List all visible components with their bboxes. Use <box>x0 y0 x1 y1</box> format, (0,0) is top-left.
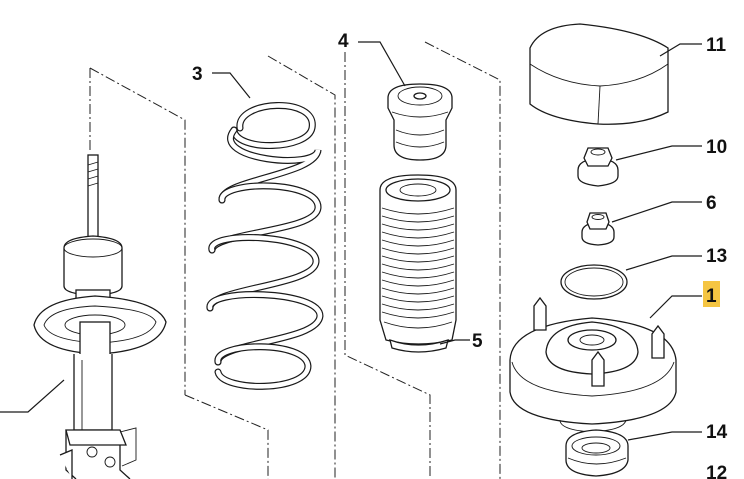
strut-top-mount[interactable] <box>509 296 677 433</box>
assembly-guide-lines <box>89 41 501 479</box>
strut-bearing[interactable] <box>565 429 629 477</box>
ring-gasket[interactable] <box>560 264 628 300</box>
coil-spring[interactable] <box>206 102 324 390</box>
callout-14[interactable]: 14 <box>706 422 728 443</box>
callout-13[interactable]: 13 <box>706 246 727 267</box>
protective-cap[interactable] <box>529 23 669 125</box>
callout-6[interactable]: 6 <box>706 193 717 214</box>
callout-12[interactable]: 12 <box>706 463 727 479</box>
bump-stop[interactable] <box>387 83 453 161</box>
callout-1-highlight <box>703 281 720 307</box>
callout-11[interactable]: 11 <box>706 35 727 56</box>
callout-3[interactable]: 3 <box>192 64 203 85</box>
callout-labels: 1 3 4 5 6 10 11 12 13 14 <box>192 31 728 479</box>
flange-nut-large[interactable] <box>577 147 619 187</box>
callout-5[interactable]: 5 <box>472 331 483 352</box>
flange-nut-small[interactable] <box>581 212 615 246</box>
callout-1[interactable]: 1 <box>706 286 717 307</box>
callout-10[interactable]: 10 <box>706 137 727 158</box>
shock-absorber-strut[interactable] <box>33 154 167 479</box>
callout-4[interactable]: 4 <box>338 31 349 52</box>
leader-lines <box>0 41 702 441</box>
dust-boot-bellows[interactable] <box>379 174 457 353</box>
